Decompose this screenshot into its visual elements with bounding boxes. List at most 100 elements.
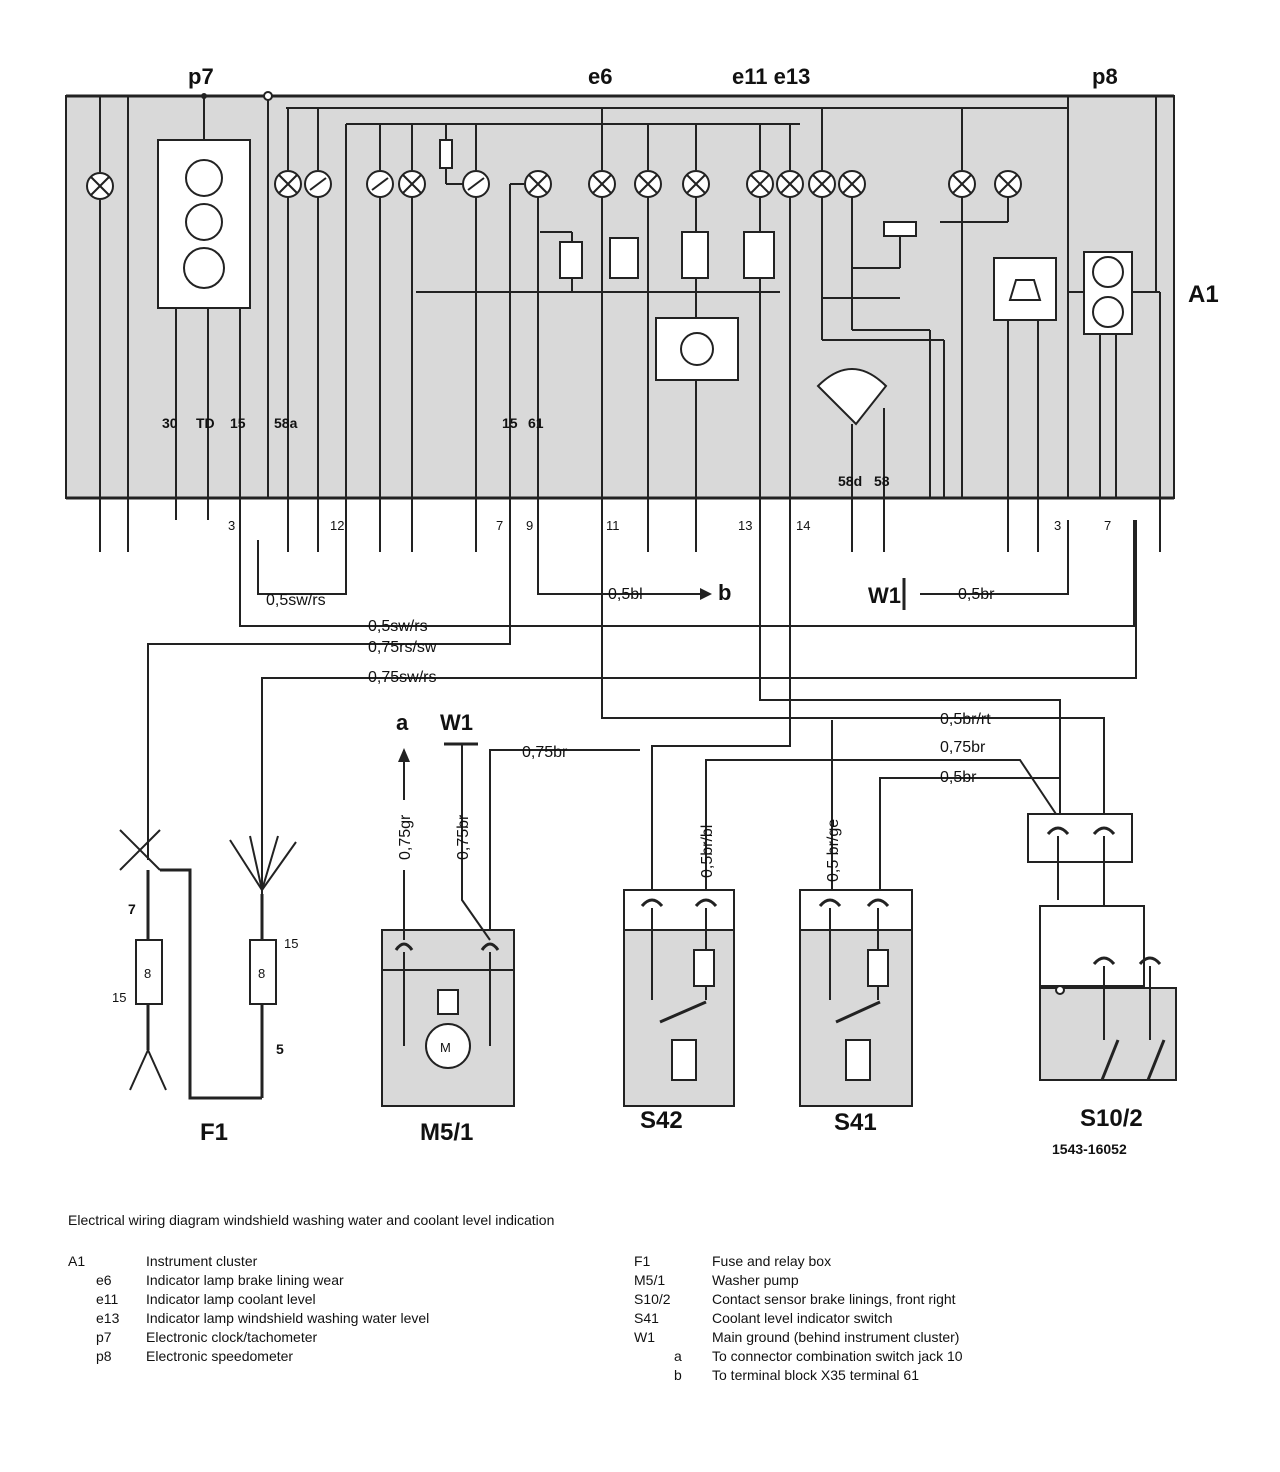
legend-code: F1 (634, 1253, 651, 1269)
legend-item: e13 Indicator lamp windshield washing wat… (68, 1309, 628, 1328)
legend-left: A1 Instrument cluster e6 Indicator lamp bra… (68, 1252, 628, 1366)
fuse-label: 7 (128, 901, 136, 917)
terminal-30: 30 (162, 415, 178, 431)
label-m5-1: M5/1 (420, 1119, 473, 1146)
pin-3: 3 (228, 518, 235, 533)
terminal-15b: 15 (502, 415, 518, 431)
legend-text: Indicator lamp windshield washing water … (146, 1310, 430, 1326)
label-w1: W1 (440, 710, 473, 735)
label-e11-e13: e11 e13 (732, 64, 810, 89)
pin-7b: 7 (1104, 518, 1111, 533)
legend-text: Washer pump (712, 1272, 799, 1288)
legend-text: Indicator lamp coolant level (146, 1291, 316, 1307)
motor-label: M (440, 1040, 451, 1055)
wire-label: 0,5sw/rs (266, 592, 326, 609)
legend-item: e6 Indicator lamp brake lining wear (68, 1271, 628, 1290)
legend-item: W1 Main ground (behind instrument cluster… (634, 1328, 1194, 1347)
drawing-code: 1543-16052 (1052, 1141, 1127, 1157)
gauge-icon (816, 368, 888, 426)
legend-item: S41 Coolant level indicator switch (634, 1309, 1194, 1328)
terminal-58a: 58a (274, 415, 298, 431)
wire-label: 0,75br (940, 739, 986, 756)
legend-item: e11 Indicator lamp coolant level (68, 1290, 628, 1309)
fuse-relay-box (119, 829, 297, 1100)
fuse-label: 15 (112, 990, 126, 1005)
label-p8: p8 (1092, 64, 1118, 89)
legend-code: S41 (634, 1310, 659, 1326)
legend-code: b (674, 1367, 682, 1383)
wire-label: 0,75sw/rs (368, 669, 436, 686)
label-a1: A1 (1188, 281, 1219, 308)
fuse-label: 5 (276, 1041, 284, 1057)
legend-code: e11 (96, 1291, 119, 1307)
legend-item: F1 Fuse and relay box (634, 1252, 1194, 1271)
wire-label: 0,5br/rt (940, 711, 991, 728)
legend-text: Indicator lamp brake lining wear (146, 1272, 344, 1288)
wire-label: 0,75gr (397, 814, 414, 860)
diagram-caption: Electrical wiring diagram windshield was… (68, 1212, 555, 1228)
label-s10-2: S10/2 (1080, 1105, 1143, 1132)
pin-7: 7 (496, 518, 503, 533)
terminal-td: TD (196, 415, 215, 431)
brake-lining-sensor-s102 (1027, 813, 1177, 1081)
pin-11: 11 (606, 518, 620, 533)
legend-item: a To connector combination switch jack 10 (634, 1347, 1194, 1366)
wire-label: 0,75br (455, 814, 472, 860)
legend-code: e13 (96, 1310, 120, 1326)
terminal-15: 15 (230, 415, 246, 431)
terminal-61: 61 (528, 415, 544, 431)
pin-12: 12 (330, 518, 344, 533)
legend-item: A1 Instrument cluster (68, 1252, 628, 1271)
legend-text: Fuse and relay box (712, 1253, 832, 1269)
terminal-58: 58 (874, 473, 890, 489)
motor-icon (425, 1023, 471, 1069)
label-a: a (396, 710, 409, 735)
legend-text: Coolant level indicator switch (712, 1310, 893, 1326)
legend-item: p7 Electronic clock/tachometer (68, 1328, 628, 1347)
legend-text: To connector combination switch jack 10 (712, 1348, 963, 1364)
pin-9: 9 (526, 518, 533, 533)
wire-label: 0,5sw/rs (368, 618, 428, 635)
legend-text: Contact sensor brake linings, front righ… (712, 1291, 956, 1307)
legend-code: e6 (96, 1272, 112, 1288)
pin-13: 13 (738, 518, 752, 533)
legend-code: S10/2 (634, 1291, 671, 1307)
pin-3b: 3 (1054, 518, 1061, 533)
wire-label: 0,5br/bl (699, 825, 716, 878)
pin-14: 14 (796, 518, 810, 533)
legend-code: W1 (634, 1329, 655, 1345)
legend-text: Electronic clock/tachometer (146, 1329, 318, 1345)
sensor-module (993, 257, 1057, 321)
fuse-label: 8 (258, 966, 265, 981)
label-f1: F1 (200, 1119, 228, 1146)
legend-text: Instrument cluster (146, 1253, 258, 1269)
label-e6: e6 (588, 64, 612, 89)
legend-text: Electronic speedometer (146, 1348, 294, 1364)
wire-label: 0,75rs/sw (368, 639, 437, 656)
wiring-diagram-svg: p7 e6 e11 e13 p8 A1 30 TD 15 58a 15 61 5… (65, 64, 1219, 1157)
contact-sensor-s42 (623, 889, 735, 1107)
wire-label: 0,5bl (608, 586, 643, 603)
label-s41: S41 (834, 1109, 877, 1136)
legend-code: M5/1 (634, 1272, 666, 1288)
wire-label: 0,75br (522, 744, 568, 761)
wire-label: 0,5br (940, 769, 977, 786)
legend-item: S10/2 Contact sensor brake linings, front… (634, 1290, 1194, 1309)
label-b: b (718, 580, 731, 605)
wire-label: 0,5br (958, 586, 995, 603)
label-w1-ground: W1 (868, 583, 901, 608)
label-p7: p7 (188, 64, 214, 89)
legend-text: Main ground (behind instrument cluster) (712, 1329, 960, 1345)
legend-code: A1 (68, 1253, 86, 1269)
terminal-58d: 58d (838, 473, 862, 489)
legend-code: p7 (96, 1329, 112, 1345)
legend-code: a (674, 1348, 682, 1364)
wiring-diagram: p7 e6 e11 e13 p8 A1 30 TD 15 58a 15 61 5… (65, 64, 1219, 1157)
label-s42: S42 (640, 1107, 683, 1134)
fuse-label: 15 (284, 936, 298, 951)
washer-pump (381, 742, 515, 1107)
legend-item: M5/1 Washer pump (634, 1271, 1194, 1290)
